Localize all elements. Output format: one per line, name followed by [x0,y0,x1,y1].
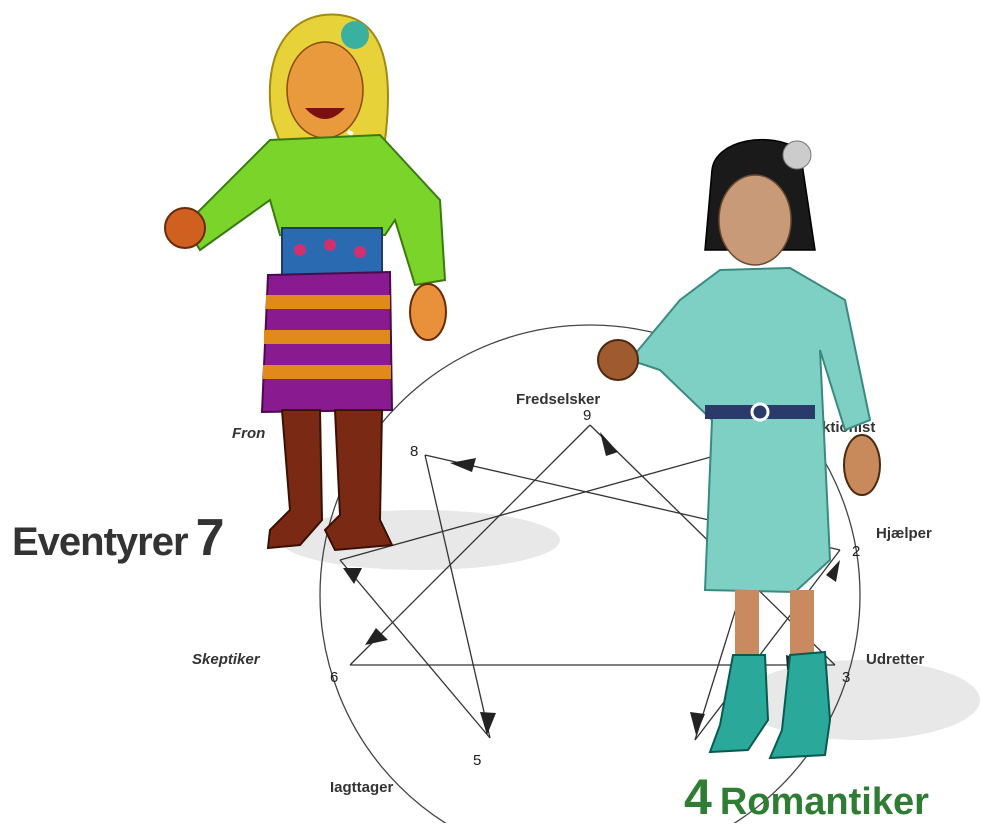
type-7-number: 7 [196,509,224,567]
label-fredselsker: Fredselsker [516,391,600,408]
type-7-name: Eventyrer [12,520,188,564]
point-number-2: 2 [852,543,860,560]
arrowhead [450,458,476,472]
arrowhead [600,432,618,456]
type-4-name: Romantiker [720,781,929,823]
label-hjaelper: Hjælper [876,525,932,542]
arrowhead [343,568,362,584]
point-number-9: 9 [583,407,591,424]
point-number-3: 3 [842,669,850,686]
arrowhead [480,712,496,735]
label-iagttager: Iagttager [330,779,394,796]
arrowhead [826,560,840,582]
label-udretter: Udretter [866,651,925,668]
left-figure-illustration [165,14,446,550]
point-number-5: 5 [473,752,481,769]
label-skeptiker: Skeptiker [192,651,261,668]
type-4-number: 4 [684,769,712,825]
point-number-6: 6 [330,669,338,686]
point-number-8: 8 [410,443,418,460]
label-fron: Fron [232,425,265,442]
